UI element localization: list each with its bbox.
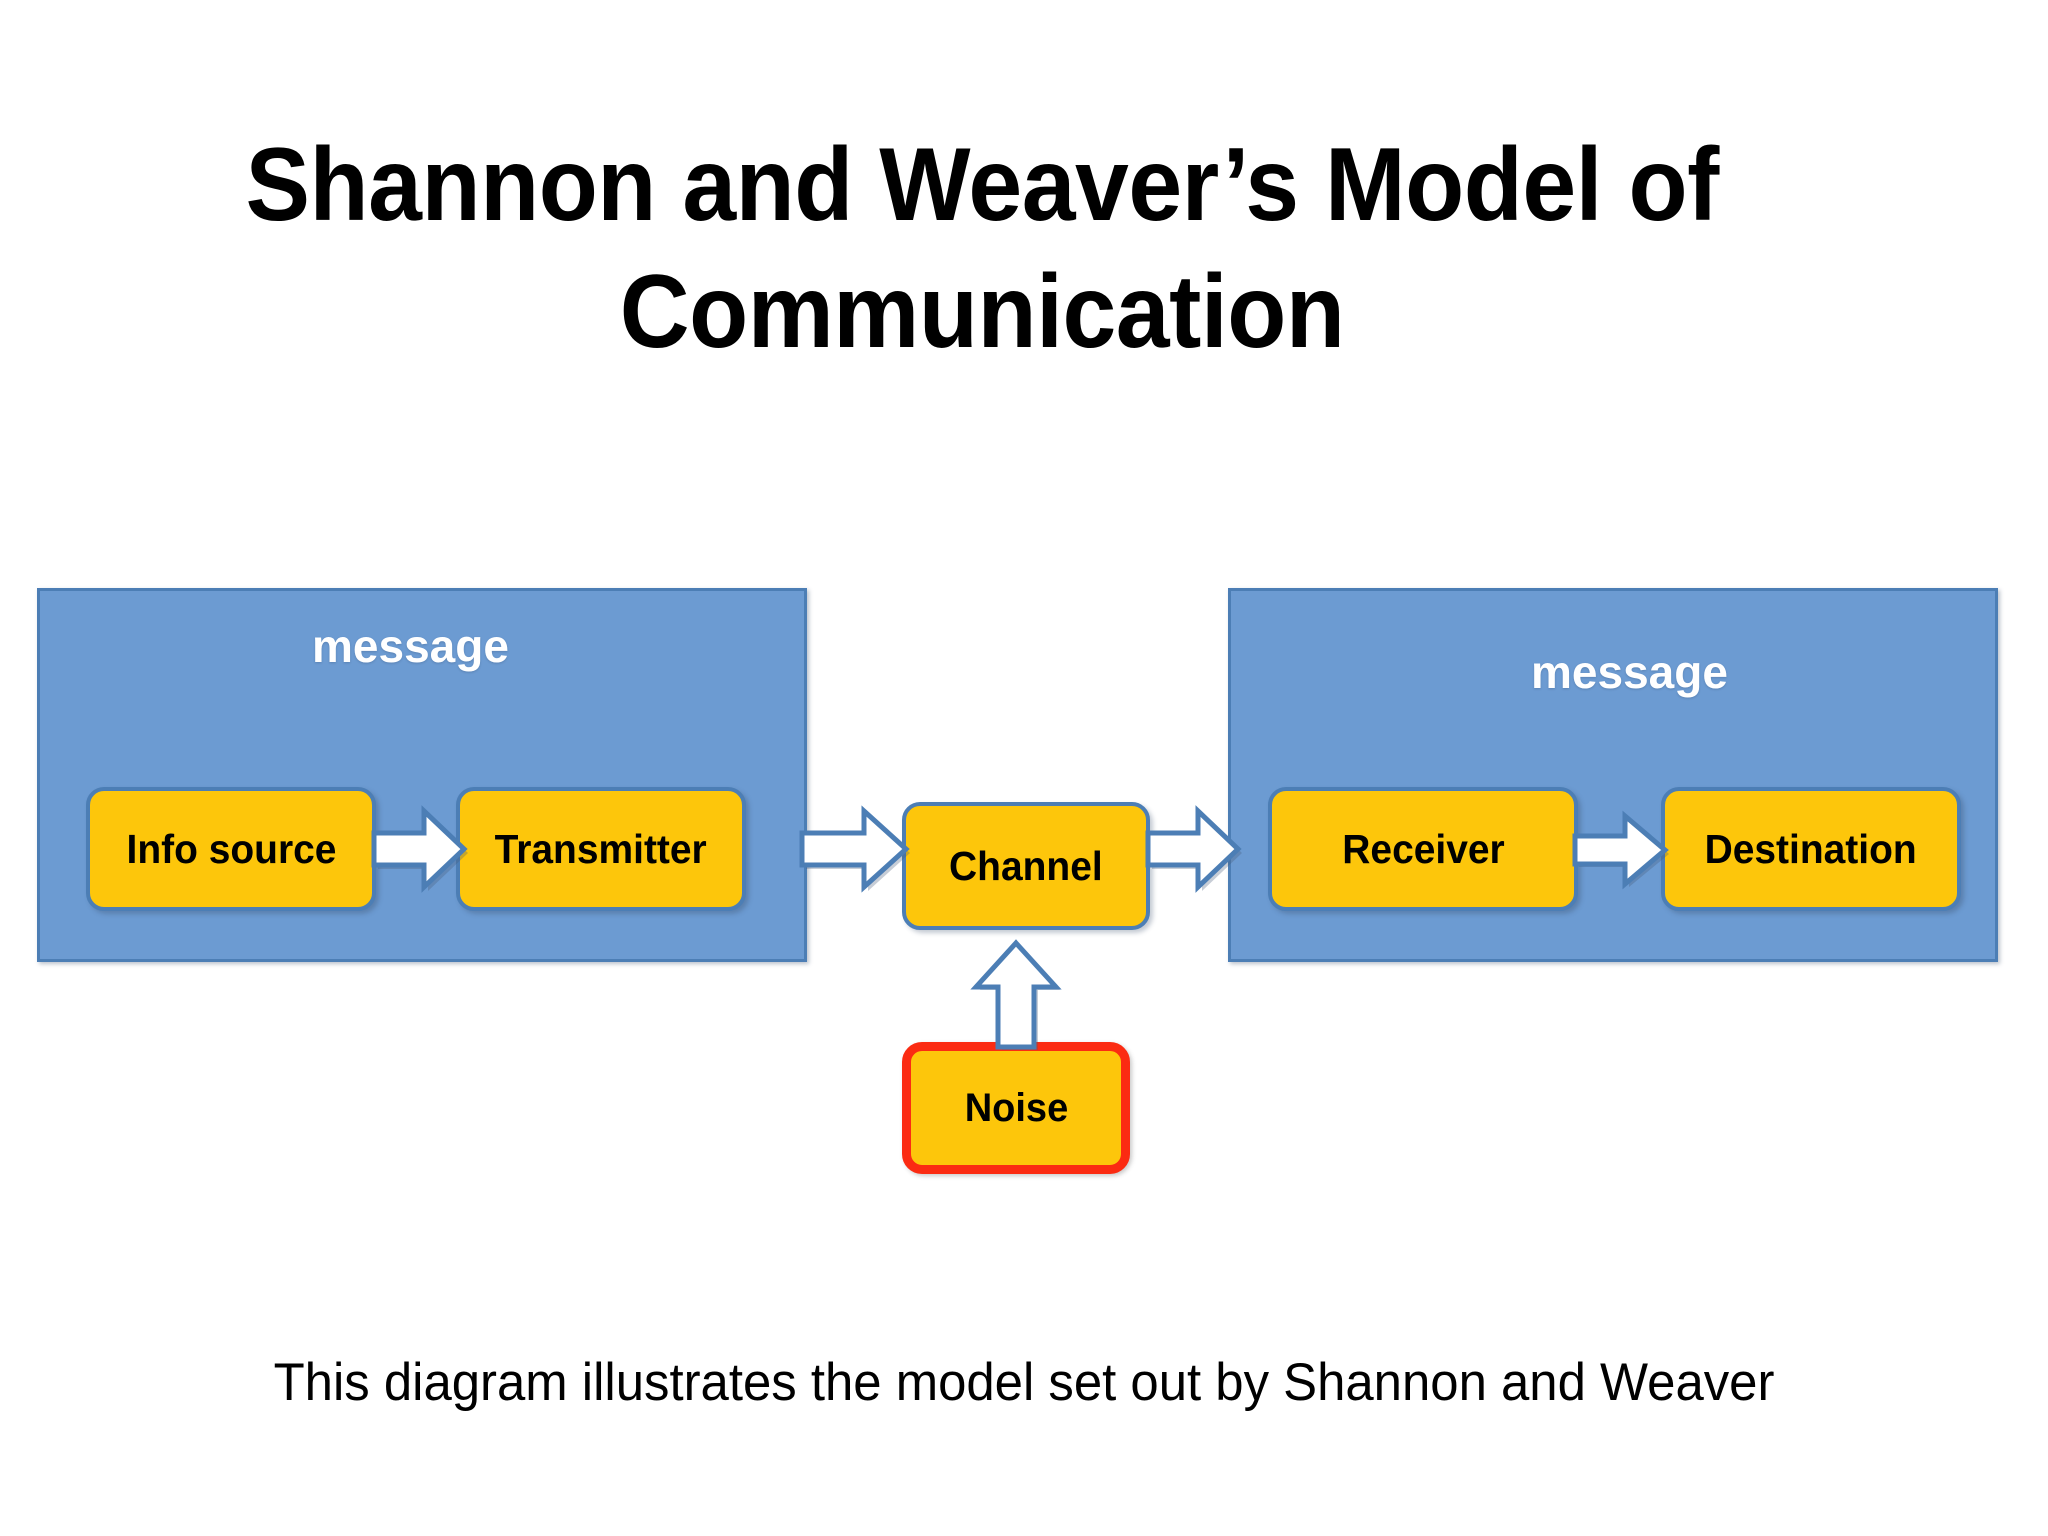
node-noise-label: Noise (964, 1085, 1068, 1130)
node-destination[interactable]: Destination (1661, 787, 1961, 911)
node-channel[interactable]: Channel (902, 802, 1150, 930)
slide-title-line-1: Shannon and Weaver’s Model of (245, 126, 1719, 243)
slide-title-line-2: Communication (619, 253, 1345, 370)
node-noise[interactable]: Noise (902, 1042, 1130, 1174)
node-receiver-label: Receiver (1341, 825, 1505, 872)
arrow-receiver-to-destination-icon (1572, 810, 1669, 890)
sender-message-label: message (312, 620, 509, 672)
arrow-transmitter-to-channel-icon (799, 805, 910, 893)
node-info-source[interactable]: Info source (86, 787, 376, 911)
node-transmitter[interactable]: Transmitter (456, 787, 746, 911)
node-channel-label: Channel (949, 842, 1103, 889)
receiver-message-label: message (1531, 646, 1728, 698)
node-destination-label: Destination (1704, 825, 1918, 872)
node-receiver[interactable]: Receiver (1268, 787, 1578, 911)
node-transmitter-label: Transmitter (494, 825, 708, 872)
slide-title: Shannon and Weaver’s Model of Communicat… (72, 122, 1977, 376)
node-info-source-label: Info source (126, 825, 336, 872)
arrow-channel-to-receiver-icon (1145, 805, 1242, 893)
arrow-noise-to-channel-icon (970, 939, 1062, 1050)
slide-caption: This diagram illustrates the model set o… (273, 1353, 1775, 1412)
arrow-info-source-to-transmitter-icon (371, 805, 468, 893)
